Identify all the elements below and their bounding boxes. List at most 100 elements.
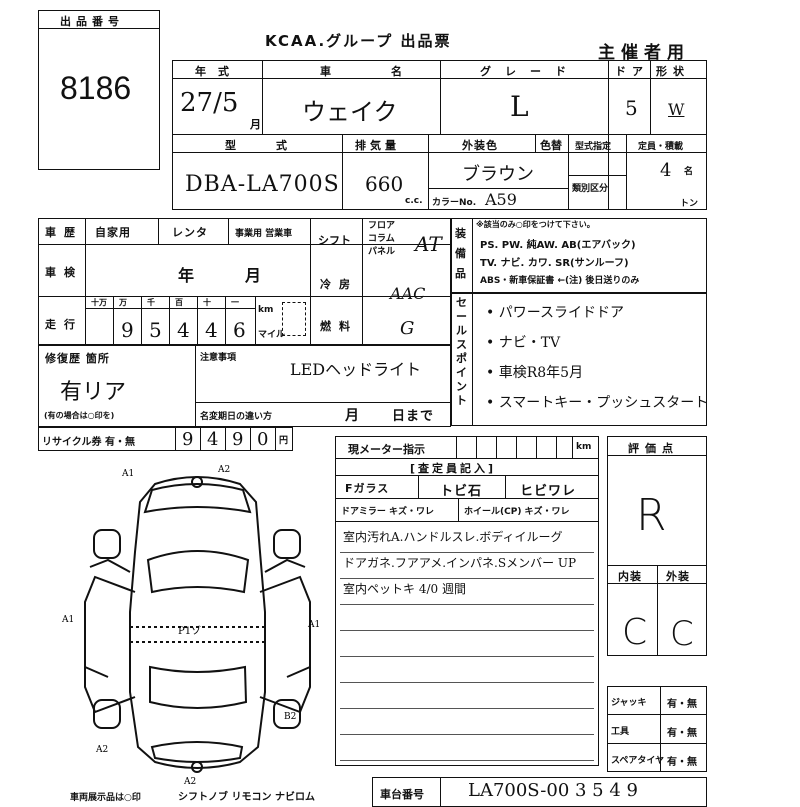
group-title: KCAA.グループ 出品票: [265, 32, 452, 50]
ac-value: AAC: [390, 284, 426, 303]
business-label: 事業用 営業車: [235, 229, 293, 239]
year-unit: 月: [250, 118, 262, 131]
footer-note: 車両展示品は○印: [70, 793, 141, 803]
inspection-note: 室内汚れA.ハンドルスレ.ボディイルーグ: [343, 530, 563, 544]
doors-value: 5: [625, 96, 638, 120]
recycle-unit: 円: [279, 436, 289, 446]
recycle-digit-1: 4: [207, 429, 219, 450]
tool-value: 有・無: [667, 699, 697, 710]
crack-label: ヒビワレ: [520, 484, 577, 499]
sales-points-box: [451, 293, 707, 426]
displacement-value: 660: [365, 172, 404, 196]
history-grid: [38, 218, 451, 345]
recycle-digit-2: 9: [232, 429, 244, 450]
history-label: 車歴: [45, 226, 83, 239]
km-checkbox[interactable]: [282, 302, 306, 336]
doors-label: ドア: [615, 65, 649, 78]
ruled-line: [340, 656, 594, 657]
chassis-label: 車台番号: [380, 788, 424, 801]
sales-points-label: セールスポイント: [456, 296, 467, 407]
ruled-line: [340, 734, 594, 735]
repair-label: 修復歴 箇所: [45, 352, 110, 365]
inspection-note: ドアガネ.フアアメ.インパネ.Sメンバー UP: [343, 556, 577, 570]
capacity-label: 定員・積載: [638, 142, 684, 152]
color-change-label: 色替: [540, 139, 562, 152]
shift-panel: パネル: [368, 247, 396, 257]
displacement-unit: c.c.: [405, 196, 423, 206]
sales-point-item: • 車検R8年5月: [486, 365, 584, 381]
footer-options: シフトノブ リモコン ナビロム: [178, 792, 315, 803]
color-value: ブラウン: [462, 164, 534, 185]
fuel-label: 燃料: [320, 320, 358, 333]
year-value: 27/5: [180, 88, 239, 118]
km-label: km: [258, 305, 274, 315]
tool-value: 有・無: [667, 757, 697, 768]
private-label: 自家用: [95, 226, 131, 239]
car-body-diagram: A1 A2 A1 A1 P1ゾ B2 A2 A2: [61, 465, 320, 787]
interior-value: C: [622, 612, 648, 653]
deadline-day: 日まで: [392, 409, 435, 424]
ruled-line: [340, 760, 594, 761]
mileage-digit-4: 4: [205, 318, 218, 342]
equipment-label: 装備品: [455, 227, 466, 280]
interior-label: 内装: [618, 570, 642, 583]
shift-value: AT: [415, 232, 442, 256]
tools-box: [607, 686, 707, 772]
capacity-value: 4: [660, 160, 672, 181]
category-label: 類別区分: [572, 184, 609, 194]
repair-box: [38, 345, 451, 427]
shift-floor: フロア: [368, 221, 396, 231]
ruled-line: [340, 604, 594, 605]
shift-column: コラム: [368, 234, 395, 244]
recycle-digit-3: 0: [257, 429, 269, 450]
equipment-note: ※該当のみ○印をつけて下さい。: [476, 220, 595, 229]
ruled-line: [340, 682, 594, 683]
sales-point-item: • スマートキー・プッシュスタート: [486, 395, 709, 411]
meter-km-unit: km: [576, 442, 592, 452]
mark-a2-bottom-left: A2: [95, 745, 108, 755]
organizer-label: 主催者用: [598, 43, 690, 63]
displacement-label: 排気量: [355, 139, 400, 152]
exterior-value: C: [670, 614, 694, 654]
deadline-label: 名変期日の違い方: [200, 412, 273, 422]
mark-p-center: P1ゾ: [178, 625, 201, 637]
name-value: ウェイク: [302, 98, 398, 126]
lot-number-box: [38, 10, 160, 170]
recycle-label: リサイクル券 有・無: [42, 437, 135, 448]
door-mirror-label: ドアミラー キズ・ワレ: [341, 507, 434, 517]
tool-label: 工具: [611, 727, 630, 737]
recycle-box: [38, 427, 293, 451]
rental-label: レンタ: [172, 226, 208, 239]
mileage-digit-3: 4: [177, 318, 190, 342]
mileage-digit-1: 9: [121, 318, 134, 342]
repair-value: 有リア: [60, 380, 127, 405]
tool-label: ジャッキ: [611, 698, 647, 708]
inspection-box: [335, 436, 599, 766]
mark-a1-left: A1: [61, 615, 74, 625]
inspection-note: 室内ペットキ 4/0 週間: [343, 582, 466, 596]
inspection-month: 月: [245, 266, 263, 285]
recycle-digit-0: 9: [182, 429, 194, 450]
vehicle-grid: [172, 60, 707, 210]
equipment-line2: TV. ナビ. カワ. SR(サンルーフ): [480, 258, 629, 269]
inspector-label: [査定員記入]: [410, 462, 497, 475]
mileage-unit-1: 万: [119, 298, 127, 307]
grade-label: グレード: [480, 65, 580, 78]
model-label: 型式: [225, 139, 327, 152]
capacity-unit: 名: [684, 167, 694, 177]
type-designation-label: 型式指定: [575, 142, 612, 152]
mile-label: マイル: [258, 330, 286, 340]
evaluation-label: 評価点: [628, 442, 679, 455]
lot-number: 8186: [60, 70, 132, 106]
color-code-value: A59: [485, 190, 517, 209]
ruled-line: [340, 552, 594, 553]
mark-a1-top: A1: [121, 469, 134, 479]
chassis-value: LA700S-00 3 5 4 9: [468, 780, 638, 801]
ruled-line: [340, 708, 594, 709]
mileage-digit-5: 6: [233, 318, 246, 342]
mileage-unit-0: 十万: [91, 298, 107, 307]
mileage-unit-5: 一: [231, 298, 239, 307]
ruled-line: [340, 630, 594, 631]
mark-a2-bottom: A2: [183, 777, 196, 787]
mark-b2-right: B2: [284, 712, 296, 722]
